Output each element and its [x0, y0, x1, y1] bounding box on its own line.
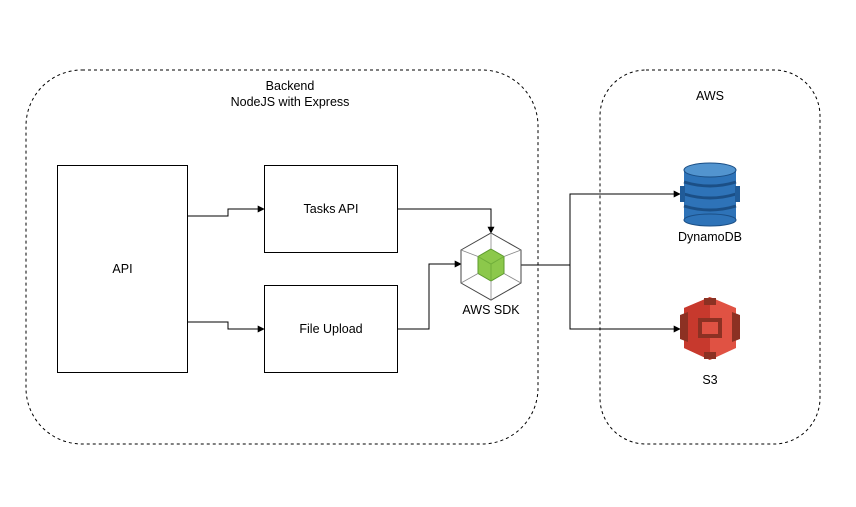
dynamodb-icon [680, 162, 740, 227]
tasks-api-box[interactable]: Tasks API [264, 165, 398, 253]
aws-group-container [599, 69, 821, 445]
connector-file-upload-to-aws-sdk [398, 260, 462, 330]
connector-aws-sdk-to-dynamodb [521, 190, 681, 266]
file-upload-box[interactable]: File Upload [264, 285, 398, 373]
aws-group-title: AWS [695, 89, 724, 103]
s3-bucket-icon [680, 297, 740, 360]
tasks-api-label: Tasks API [303, 202, 359, 216]
connector-tasks-api-to-aws-sdk [398, 208, 495, 234]
connector-api-to-tasks-api [188, 205, 265, 217]
dynamodb-label: DynamoDB [678, 230, 742, 244]
nodejs-hexagon-icon [460, 232, 522, 301]
s3-label: S3 [702, 373, 718, 387]
backend-group-container [25, 69, 539, 445]
connector-aws-sdk-to-s3 [569, 265, 681, 333]
aws-sdk-label: AWS SDK [462, 303, 520, 317]
api-box[interactable]: API [57, 165, 188, 373]
backend-group-title: Backend [265, 79, 315, 93]
file-upload-label: File Upload [299, 322, 363, 336]
api-label: API [112, 262, 133, 276]
connector-api-to-file-upload [188, 321, 265, 333]
backend-group-subtitle: NodeJS with Express [230, 95, 350, 109]
